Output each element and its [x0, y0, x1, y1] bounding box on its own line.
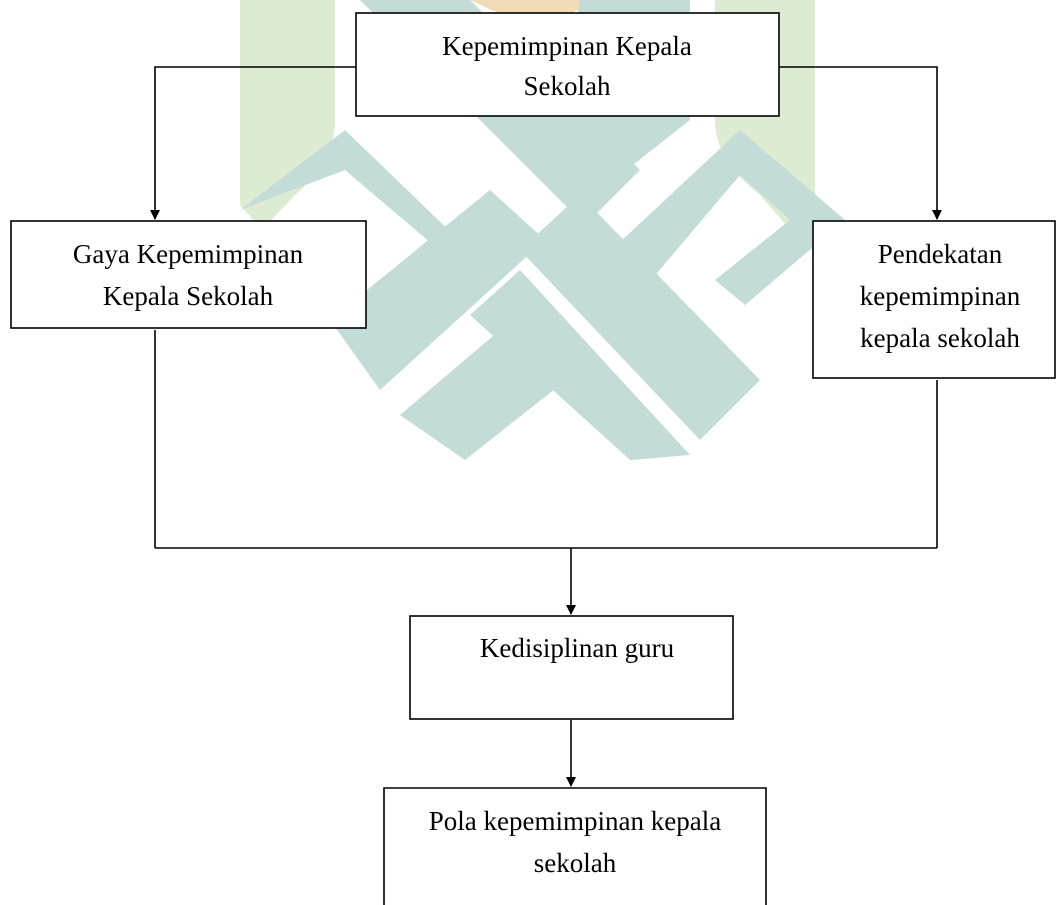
watermark-teal-lower-left [400, 330, 560, 460]
node-bottom-line2: sekolah [534, 848, 617, 878]
node-top-line2: Sekolah [524, 71, 611, 101]
node-left-line2: Kepala Sekolah [103, 281, 274, 311]
node-left-line1: Gaya Kepemimpinan [73, 239, 304, 269]
node-top-line1: Kepemimpinan Kepala [442, 31, 692, 61]
node-pola-kepemimpinan: Pola kepemimpinan kepala sekolah [383, 787, 767, 905]
node-right-line1: Pendekatan [878, 239, 1003, 269]
connector-lines [150, 66, 942, 787]
node-right-box [812, 220, 1056, 379]
watermark-green-left [240, 0, 335, 230]
node-right-line3: kepala sekolah [860, 323, 1020, 353]
node-left-box [10, 220, 367, 329]
node-middle-box [409, 615, 734, 720]
node-bottom-box [383, 787, 767, 905]
node-pendekatan-kepemimpinan: Pendekatan kepemimpinan kepala sekolah [812, 220, 1056, 379]
node-kepemimpinan-kepala-sekolah: Kepemimpinan Kepala Sekolah [355, 12, 780, 117]
watermark-teal-right-arm [590, 130, 845, 305]
watermark-teal-lower-center [470, 270, 690, 460]
watermark-teal-center-left [330, 190, 545, 390]
node-gaya-kepemimpinan: Gaya Kepemimpinan Kepala Sekolah [10, 220, 367, 329]
node-right-line2: kepemimpinan [860, 281, 1021, 311]
node-kedisiplinan-guru: Kedisiplinan guru [409, 615, 734, 720]
watermark-teal-center-right [520, 195, 760, 440]
node-bottom-line1: Pola kepemimpinan kepala [429, 806, 721, 836]
connector-top-to-left [150, 66, 356, 220]
node-middle-line1: Kedisiplinan guru [480, 633, 675, 663]
node-top-box [355, 12, 780, 117]
connector-top-to-right [779, 66, 942, 220]
